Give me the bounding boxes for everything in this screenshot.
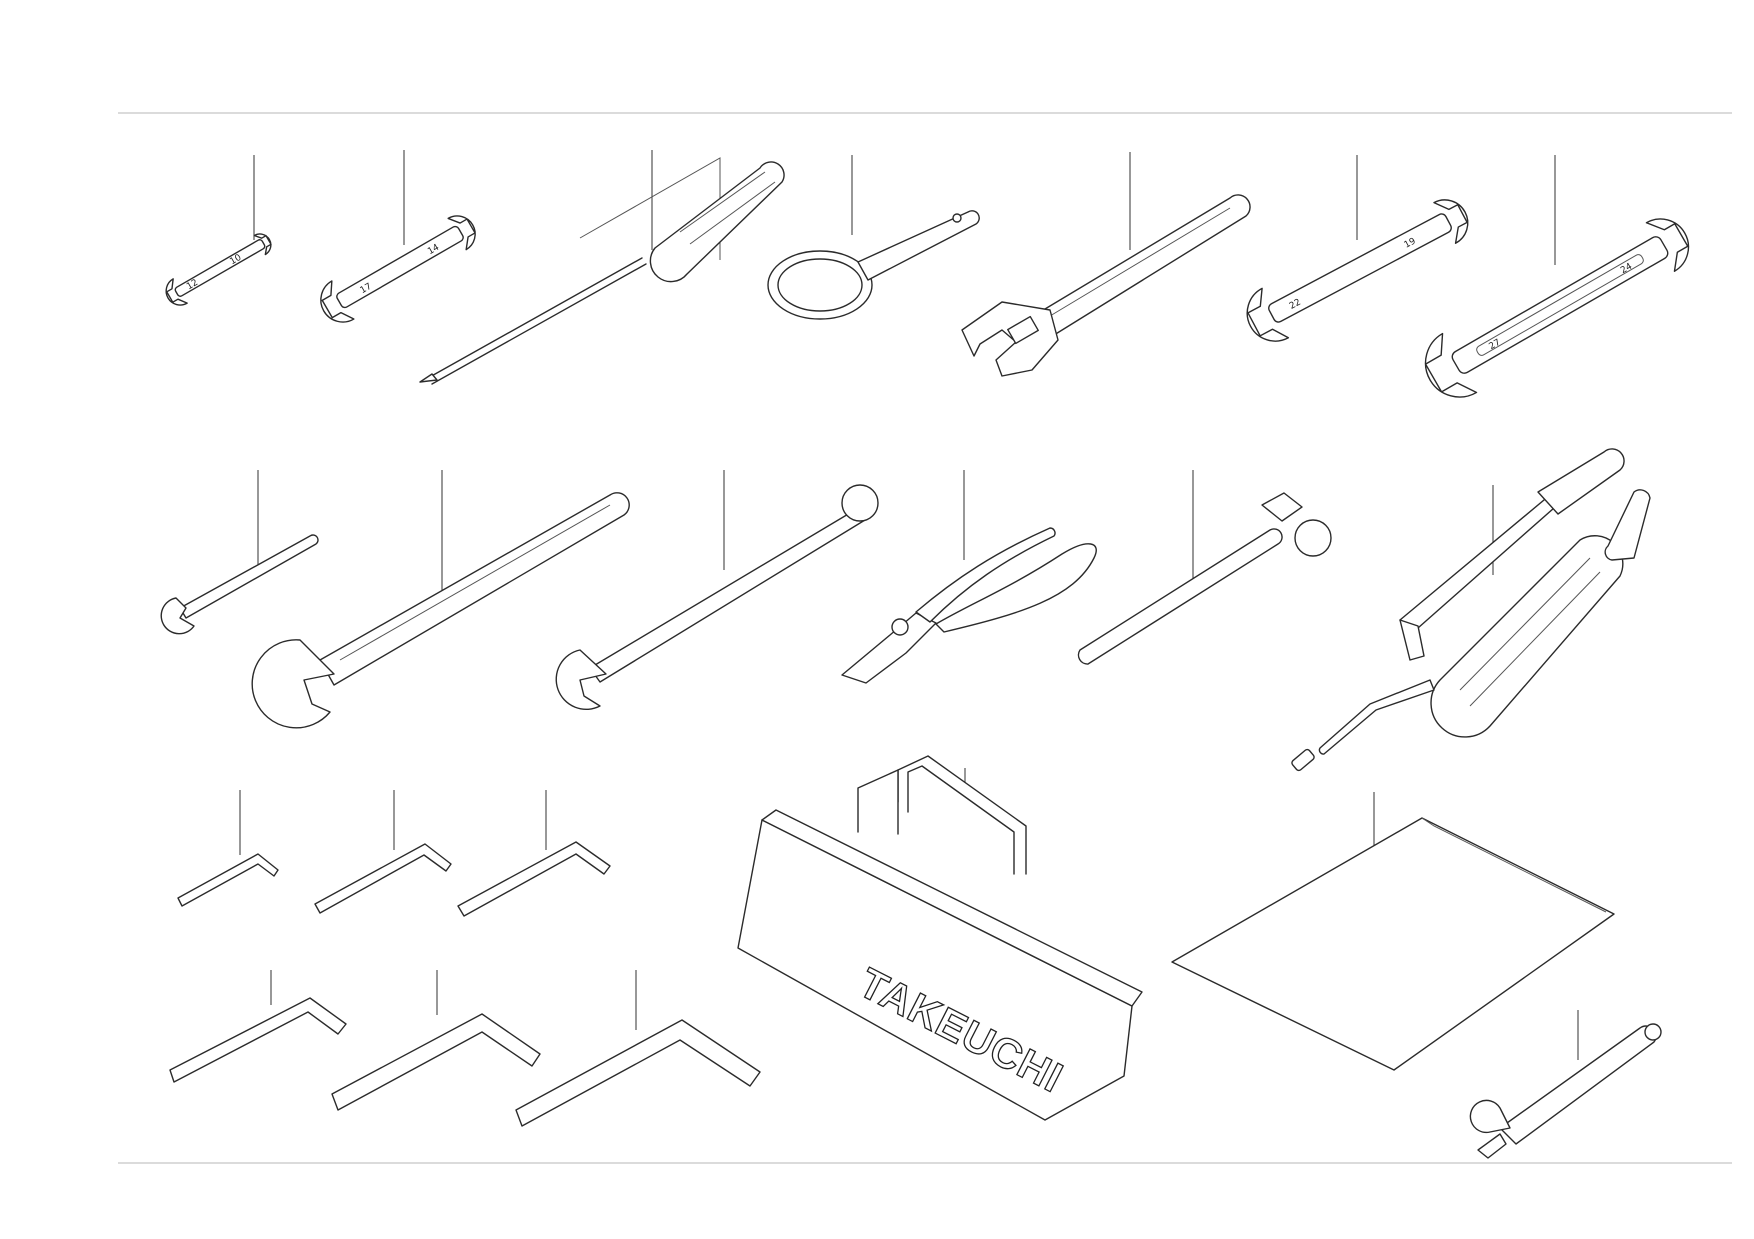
wrench-7-mark-b: 27 [1487, 338, 1502, 352]
single-open-end-wrench-icon [160, 534, 319, 635]
wrench-6-mark-a: 19 [1403, 236, 1418, 250]
hex-key-icon [515, 1019, 761, 1127]
tool-bag-icon: TAKEUCHI [737, 755, 1143, 1121]
large-open-end-wrench-icon [251, 492, 630, 729]
hex-key-icon [169, 997, 347, 1083]
manual-sheet-icon [1171, 817, 1615, 1071]
pliers-icon [841, 527, 1097, 684]
screwdriver-icon [419, 157, 785, 385]
frame [118, 112, 1732, 1164]
open-end-wrench-icon: 19 22 [1246, 199, 1469, 342]
hex-key-icon [314, 843, 452, 914]
long-open-end-wrench-icon [555, 484, 879, 711]
hex-key-icon [331, 1013, 541, 1111]
open-end-wrench-icon: 10 12 [165, 233, 272, 306]
open-end-wrench-icon: 24 27 [1424, 218, 1690, 398]
open-end-wrench-icon: 14 17 [320, 215, 476, 323]
adjustable-wrench-icon [961, 194, 1251, 377]
hex-key-icon [177, 853, 279, 907]
hex-key-icon [457, 841, 611, 917]
grease-gun-icon [1291, 448, 1651, 772]
grease-gun-adapter-icon [1469, 1023, 1662, 1159]
wrench-6-mark-b: 22 [1288, 298, 1303, 312]
wrench-1-mark-b: 12 [185, 278, 200, 292]
hammer-icon [1077, 492, 1332, 665]
wrench-2-mark-b: 17 [359, 282, 374, 296]
filter-wrench-icon [767, 210, 980, 320]
